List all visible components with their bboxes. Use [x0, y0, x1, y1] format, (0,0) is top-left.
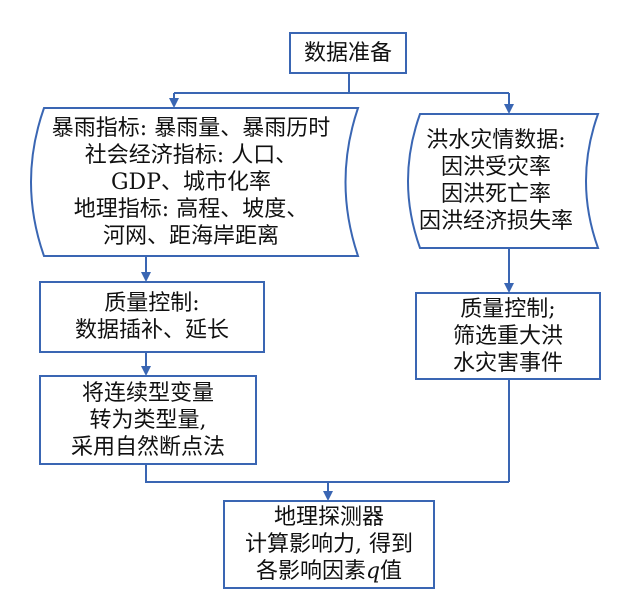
geodetector-box: [223, 500, 435, 589]
qc-right-box: [415, 292, 601, 380]
flood-data-label: 洪水灾情数据: 因洪受灾率 因洪死亡率 因洪经济损失率: [418, 128, 573, 234]
qc-right-label: 质量控制; 筛选重大洪 水灾害事件: [452, 296, 563, 376]
indicators-label: 暴雨指标: 暴雨量、暴雨历时 社会经济指标: 人口、 GDP、城市化率 地理指标…: [51, 115, 331, 249]
connector-discretize-down: [145, 464, 509, 483]
geodetector-last-line: 各影响因素q值: [255, 559, 403, 584]
qc-left-label: 质量控制: 数据插补、延长: [74, 291, 229, 343]
geodetector-label: 地理探测器 计算影响力, 得到 各影响因素q值: [245, 505, 413, 584]
data-prep-label: 数据准备: [303, 40, 392, 66]
qc-left-box: [39, 281, 265, 353]
discretize-box: [39, 375, 257, 465]
discretize-label: 将连续型变量 转为类型量, 采用自然断点法: [70, 380, 225, 460]
data-prep-box: [289, 32, 407, 74]
indicators-storage-shape: [30, 107, 360, 257]
flood-storage-shape: [407, 113, 600, 249]
